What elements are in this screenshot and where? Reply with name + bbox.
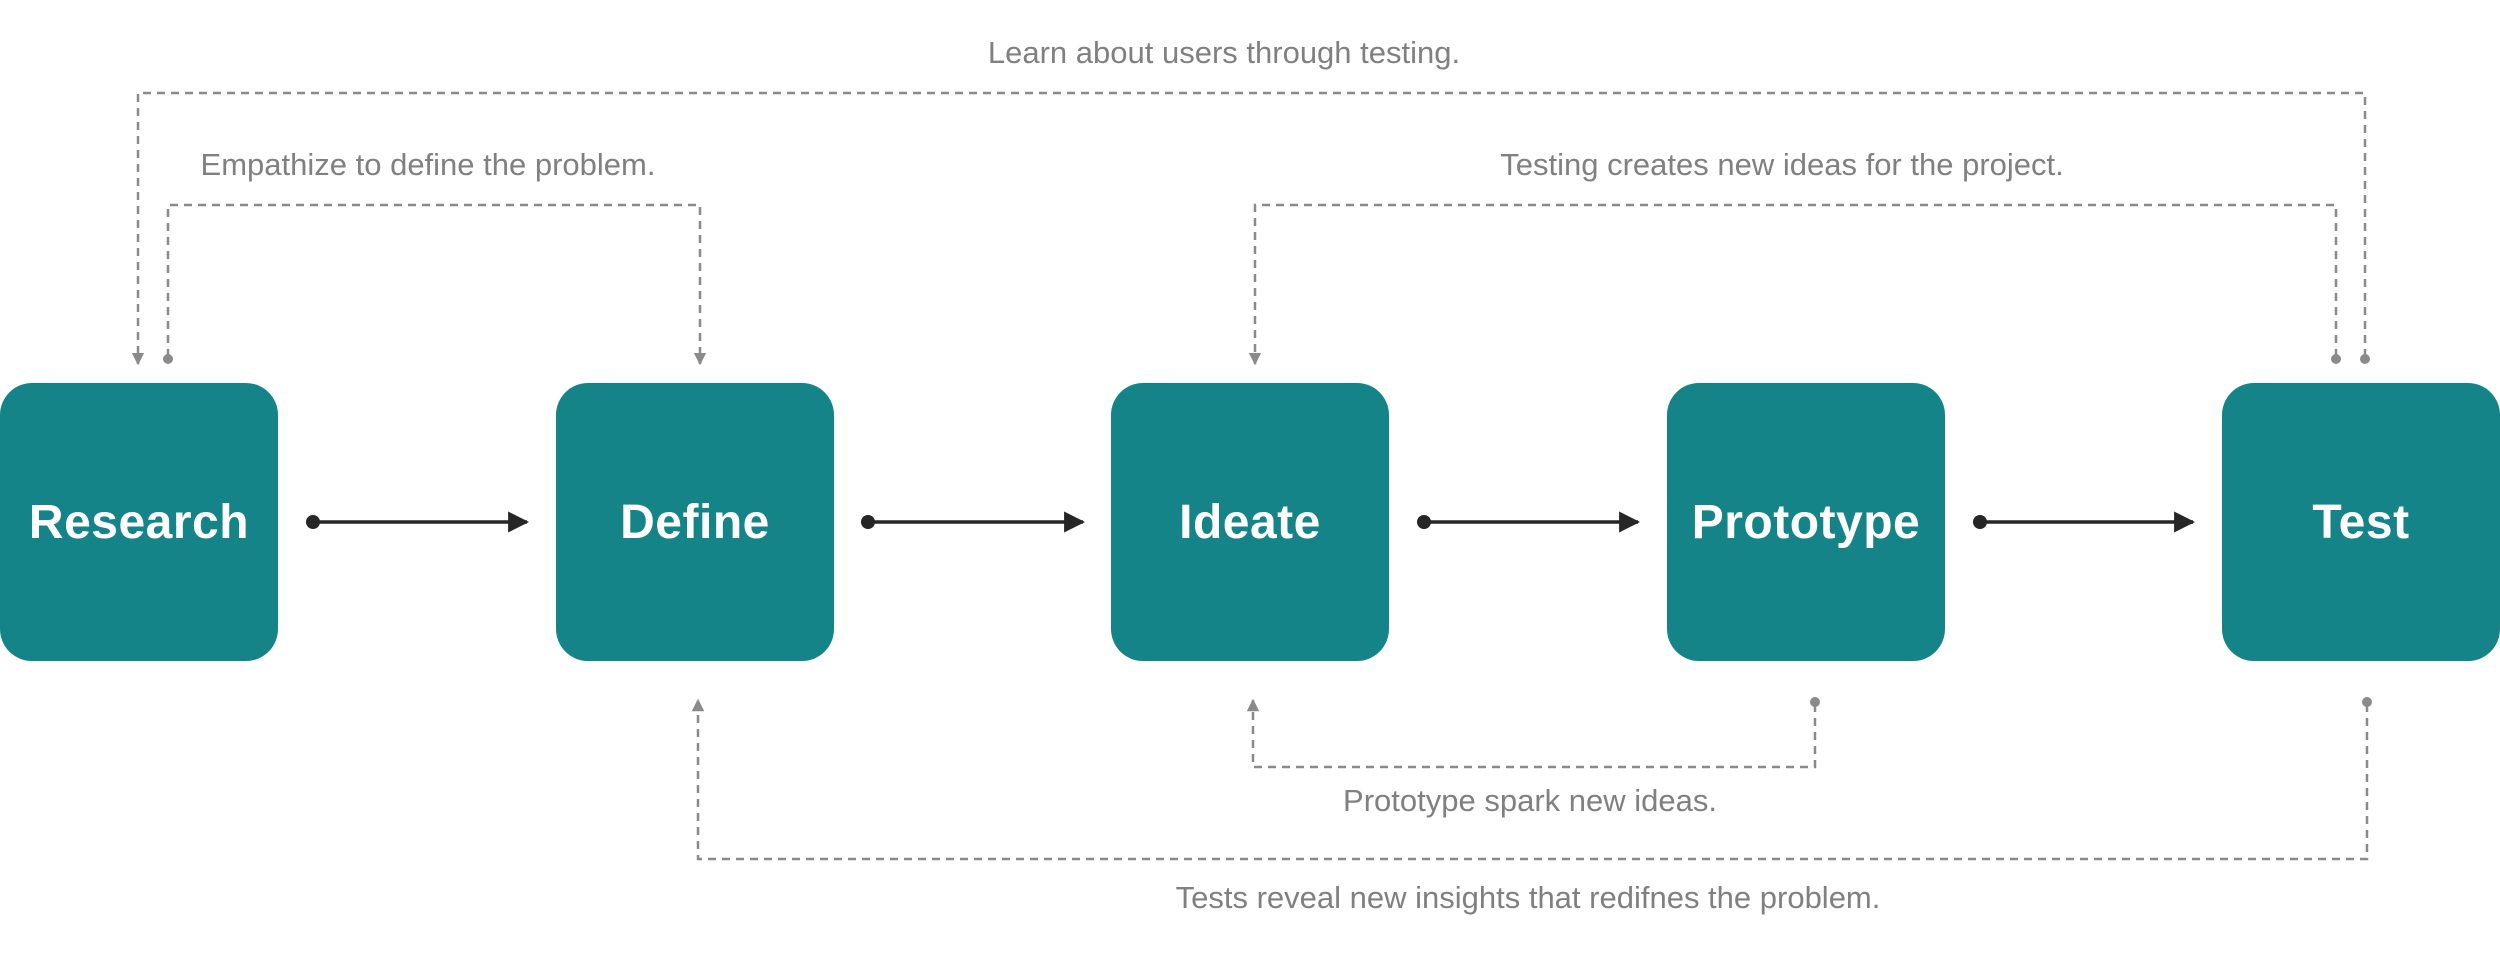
stage-ideate-label: Ideate — [1179, 495, 1321, 549]
loop-label-tests-reveal: Tests reveal new insights that redifnes … — [1175, 880, 1881, 915]
loop-test-to-research — [131, 91, 2370, 366]
loop-test-to-define — [691, 697, 2372, 861]
stage-prototype: Prototype — [1667, 383, 1945, 661]
stage-ideate: Ideate — [1111, 383, 1389, 661]
loop-label-learn-users: Learn about users through testing. — [987, 35, 1461, 70]
flow-connector-define-ideate — [861, 511, 1086, 533]
flow-connector-ideate-prototype — [1417, 511, 1641, 533]
stage-define-label: Define — [620, 495, 770, 549]
stage-define: Define — [556, 383, 834, 661]
stage-test: Test — [2222, 383, 2500, 661]
loop-prototype-to-ideate — [1246, 697, 1820, 769]
stage-prototype-label: Prototype — [1691, 495, 1921, 549]
stage-test-label: Test — [2312, 495, 2410, 549]
stage-research: Research — [0, 383, 278, 661]
loop-label-prototype-spark: Prototype spark new ideas. — [1343, 783, 1717, 818]
loop-research-to-define — [163, 203, 707, 366]
loop-test-to-ideate — [1248, 203, 2341, 366]
flow-connector-research-define — [306, 511, 530, 533]
loop-label-testing-ideas: Testing creates new ideas for the projec… — [1500, 147, 2064, 182]
flow-connector-prototype-test — [1973, 511, 2196, 533]
loop-label-empathize: Empathize to define the problem. — [200, 147, 656, 182]
stage-research-label: Research — [28, 495, 250, 549]
